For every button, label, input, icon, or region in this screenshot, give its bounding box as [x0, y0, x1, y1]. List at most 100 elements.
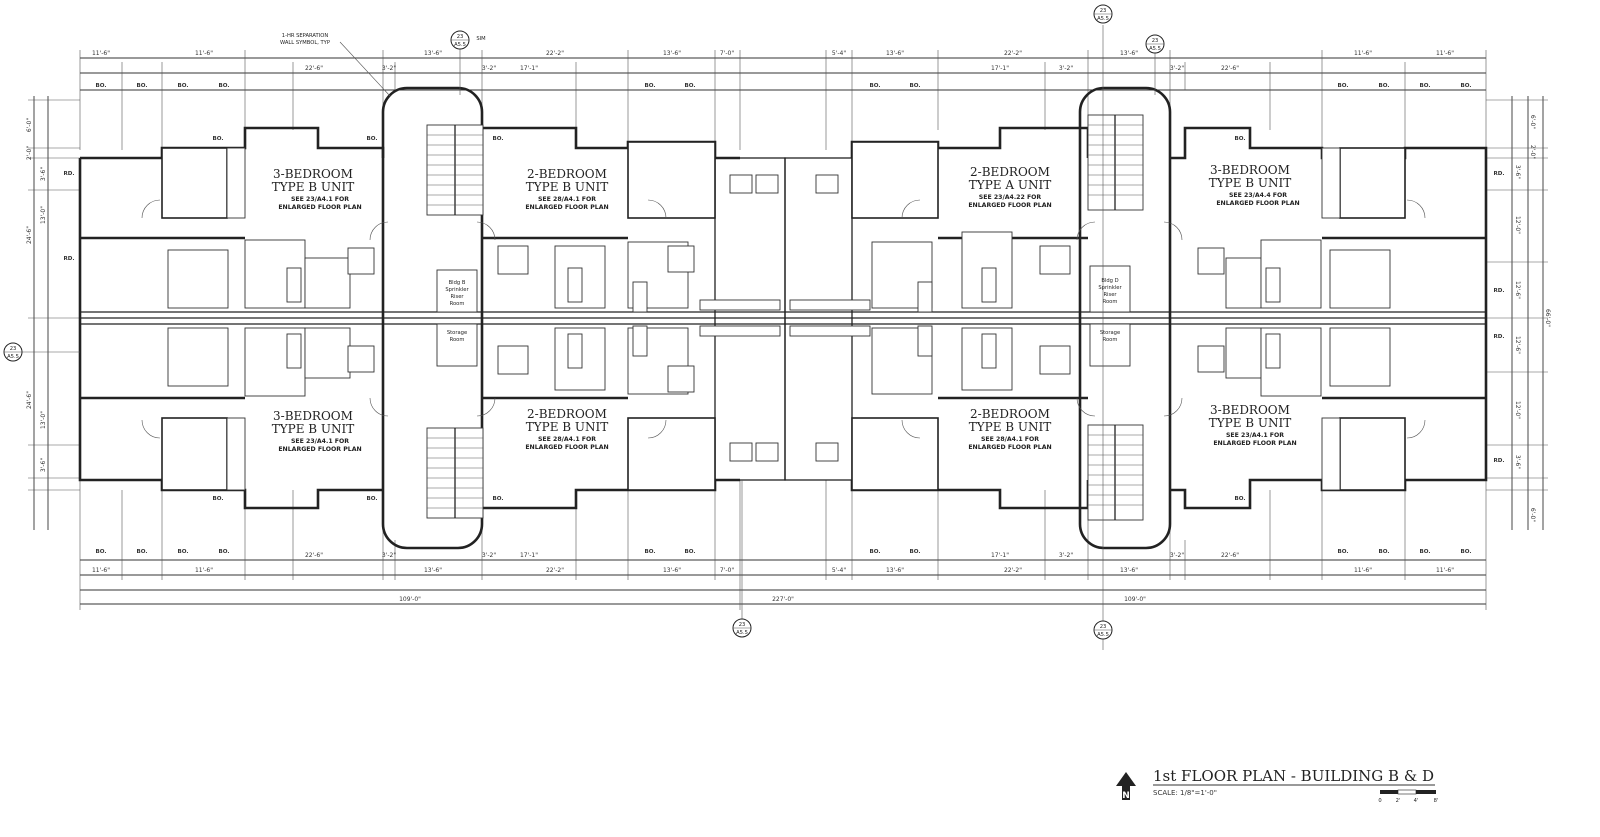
svg-text:TYPE B UNIT: TYPE B UNIT: [526, 180, 609, 194]
bo-label: BO.: [909, 83, 920, 89]
dim-overall-left: 109'-0": [399, 596, 421, 603]
dim-right-1: 6'-0": [1529, 115, 1536, 129]
storage-left-upper-l3: Riser: [450, 294, 464, 300]
callout-top-right-stair: 23 A5.5: [1145, 34, 1165, 95]
left-side-dimension-labels: 6'-0" 2'-0" 3'-6" 13'-0" 24'-6" 24'-6" 1…: [26, 118, 47, 472]
dim-bot-4: 22'-2": [546, 567, 564, 574]
storage-right-lower-l1: Storage: [1100, 330, 1120, 336]
svg-text:23: 23: [1100, 624, 1107, 630]
svg-text:3-BEDROOM: 3-BEDROOM: [1210, 163, 1290, 177]
bo-label: BO.: [1234, 496, 1245, 502]
dim-left-4: 13'-0": [40, 206, 47, 224]
svg-text:ENLARGED FLOOR PLAN: ENLARGED FLOOR PLAN: [525, 444, 608, 451]
callout-top-left: 23 A5.5 SIM: [450, 30, 486, 95]
dim-left-6: 24'-6": [26, 391, 33, 409]
storage-right-upper-l1: Bldg D: [1101, 278, 1118, 284]
dim-bot-in-6: 3'-2": [1059, 552, 1073, 559]
bo-label: BO.: [869, 83, 880, 89]
svg-text:4': 4': [1414, 798, 1419, 804]
stair-right-upper: [1087, 114, 1144, 211]
dim-top-6: 7'-0": [720, 50, 734, 57]
fixtures: [167, 174, 1391, 462]
dim-top-5: 13'-6": [663, 50, 681, 57]
north-arrow-icon: N: [1116, 772, 1136, 801]
storage-left-lower-l2: Room: [450, 337, 465, 343]
svg-text:0: 0: [1378, 798, 1381, 804]
dim-bot-12: 11'-6": [1436, 567, 1454, 574]
dim-top-4: 22'-2": [546, 50, 564, 57]
dim-overall-right: 109'-0": [1124, 596, 1146, 603]
svg-text:23: 23: [1152, 38, 1159, 44]
dim-bot-in-4: 17'-1": [520, 552, 538, 559]
svg-text:TYPE B UNIT: TYPE B UNIT: [272, 180, 355, 194]
svg-text:2-BEDROOM: 2-BEDROOM: [527, 167, 607, 181]
dim-left-2: 2'-0": [26, 146, 33, 160]
rd-label: RD.: [1493, 334, 1504, 340]
drawing-title: 1st FLOOR PLAN - BUILDING B & D: [1153, 767, 1434, 785]
dim-top-11: 11'-6": [1354, 50, 1372, 57]
svg-text:23: 23: [1100, 8, 1107, 14]
bo-label: BO.: [1378, 83, 1389, 89]
svg-text:TYPE B UNIT: TYPE B UNIT: [272, 422, 355, 436]
dim-left-3: 3'-6": [40, 167, 47, 181]
svg-text:TYPE B UNIT: TYPE B UNIT: [526, 420, 609, 434]
storage-right-lower-l2: Room: [1103, 337, 1118, 343]
unit-labels: 3-BEDROOM TYPE B UNIT SEE 23/A4.1 FOR EN…: [272, 163, 1300, 453]
svg-text:ENLARGED FLOOR PLAN: ENLARGED FLOOR PLAN: [1216, 200, 1299, 207]
dim-right-8: 12'-0": [1514, 401, 1521, 419]
stair-right-lower: [1087, 424, 1144, 521]
bo-label: BO.: [1378, 549, 1389, 555]
svg-text:A5.5: A5.5: [1149, 46, 1161, 52]
unit-label-3br-bottom-right: 3-BEDROOM TYPE B UNIT SEE 23/A4.1 FOR EN…: [1209, 403, 1297, 447]
stair-left-upper: [426, 124, 484, 216]
dim-top-in-2: 3'-2": [382, 65, 396, 72]
callout-bottom-right: 23 A5.5: [1093, 620, 1113, 640]
dim-overall-center: 227'-0": [772, 596, 794, 603]
dim-top-in-4: 17'-1": [520, 65, 538, 72]
svg-text:23: 23: [457, 34, 464, 40]
bo-label: BO.: [492, 136, 503, 142]
top-dimension-labels: 11'-6" 11'-6" 13'-6" 22'-2" 13'-6" 7'-0"…: [92, 50, 1472, 89]
unit-label-3br-top-left: 3-BEDROOM TYPE B UNIT SEE 23/A4.1 FOR EN…: [272, 167, 362, 211]
dim-bot-2: 11'-6": [195, 567, 213, 574]
storage-right-upper-l3: Riser: [1103, 292, 1117, 298]
bo-label: BO.: [909, 549, 920, 555]
dim-left-1: 6'-0": [26, 118, 33, 132]
storage-rooms: Bldg B Sprinkler Riser Room Storage Room…: [436, 265, 1131, 367]
bo-label: BO.: [212, 136, 223, 142]
storage-right-upper-l2: Sprinkler: [1098, 285, 1122, 291]
svg-text:A5.5: A5.5: [7, 354, 19, 360]
stair-left-lower: [426, 427, 484, 519]
unit-label-2br-bottom-left: 2-BEDROOM TYPE B UNIT SEE 28/A4.1 FOR EN…: [525, 407, 608, 451]
dim-top-7: 5'-4": [832, 50, 846, 57]
bo-label: BO.: [218, 549, 229, 555]
bo-label: BO.: [212, 496, 223, 502]
svg-text:SEE 23/A4.1 FOR: SEE 23/A4.1 FOR: [291, 438, 349, 445]
rd-label: RD.: [1493, 288, 1504, 294]
bottom-dimension-labels: BO. BO. BO. BO. BO. BO. BO. BO. BO. BO. …: [92, 549, 1472, 603]
dim-bot-in-8: 22'-6": [1221, 552, 1239, 559]
svg-text:ENLARGED FLOOR PLAN: ENLARGED FLOOR PLAN: [278, 446, 361, 453]
bo-label: BO.: [1419, 549, 1430, 555]
bo-label: BO.: [95, 83, 106, 89]
dim-bot-9: 22'-2": [1004, 567, 1022, 574]
dim-bot-5: 13'-6": [663, 567, 681, 574]
svg-text:A5.5: A5.5: [454, 42, 466, 48]
svg-text:ENLARGED FLOOR PLAN: ENLARGED FLOOR PLAN: [1213, 440, 1296, 447]
dim-right-6: 66'-0": [1544, 309, 1551, 327]
bo-label: BO.: [492, 496, 503, 502]
svg-text:SEE 28/A4.1 FOR: SEE 28/A4.1 FOR: [538, 436, 596, 443]
rd-labels: RD. RD. RD. RD. RD. RD. BO. BO. BO. BO. …: [63, 136, 1504, 502]
dim-bot-1: 11'-6": [92, 567, 110, 574]
svg-text:ENLARGED FLOOR PLAN: ENLARGED FLOOR PLAN: [525, 204, 608, 211]
bo-label: BO.: [1234, 136, 1245, 142]
door-swings: [141, 199, 1426, 439]
svg-text:23: 23: [10, 346, 17, 352]
bo-label: BO.: [1460, 549, 1471, 555]
svg-text:SEE 23/A4.4 FOR: SEE 23/A4.4 FOR: [1229, 192, 1287, 199]
bo-label: BO.: [366, 496, 377, 502]
bo-label: BO.: [1337, 83, 1348, 89]
storage-left-upper-l1: Bldg B: [449, 280, 466, 286]
storage-left-upper-l4: Room: [450, 301, 465, 307]
rd-label: RD.: [63, 171, 74, 177]
